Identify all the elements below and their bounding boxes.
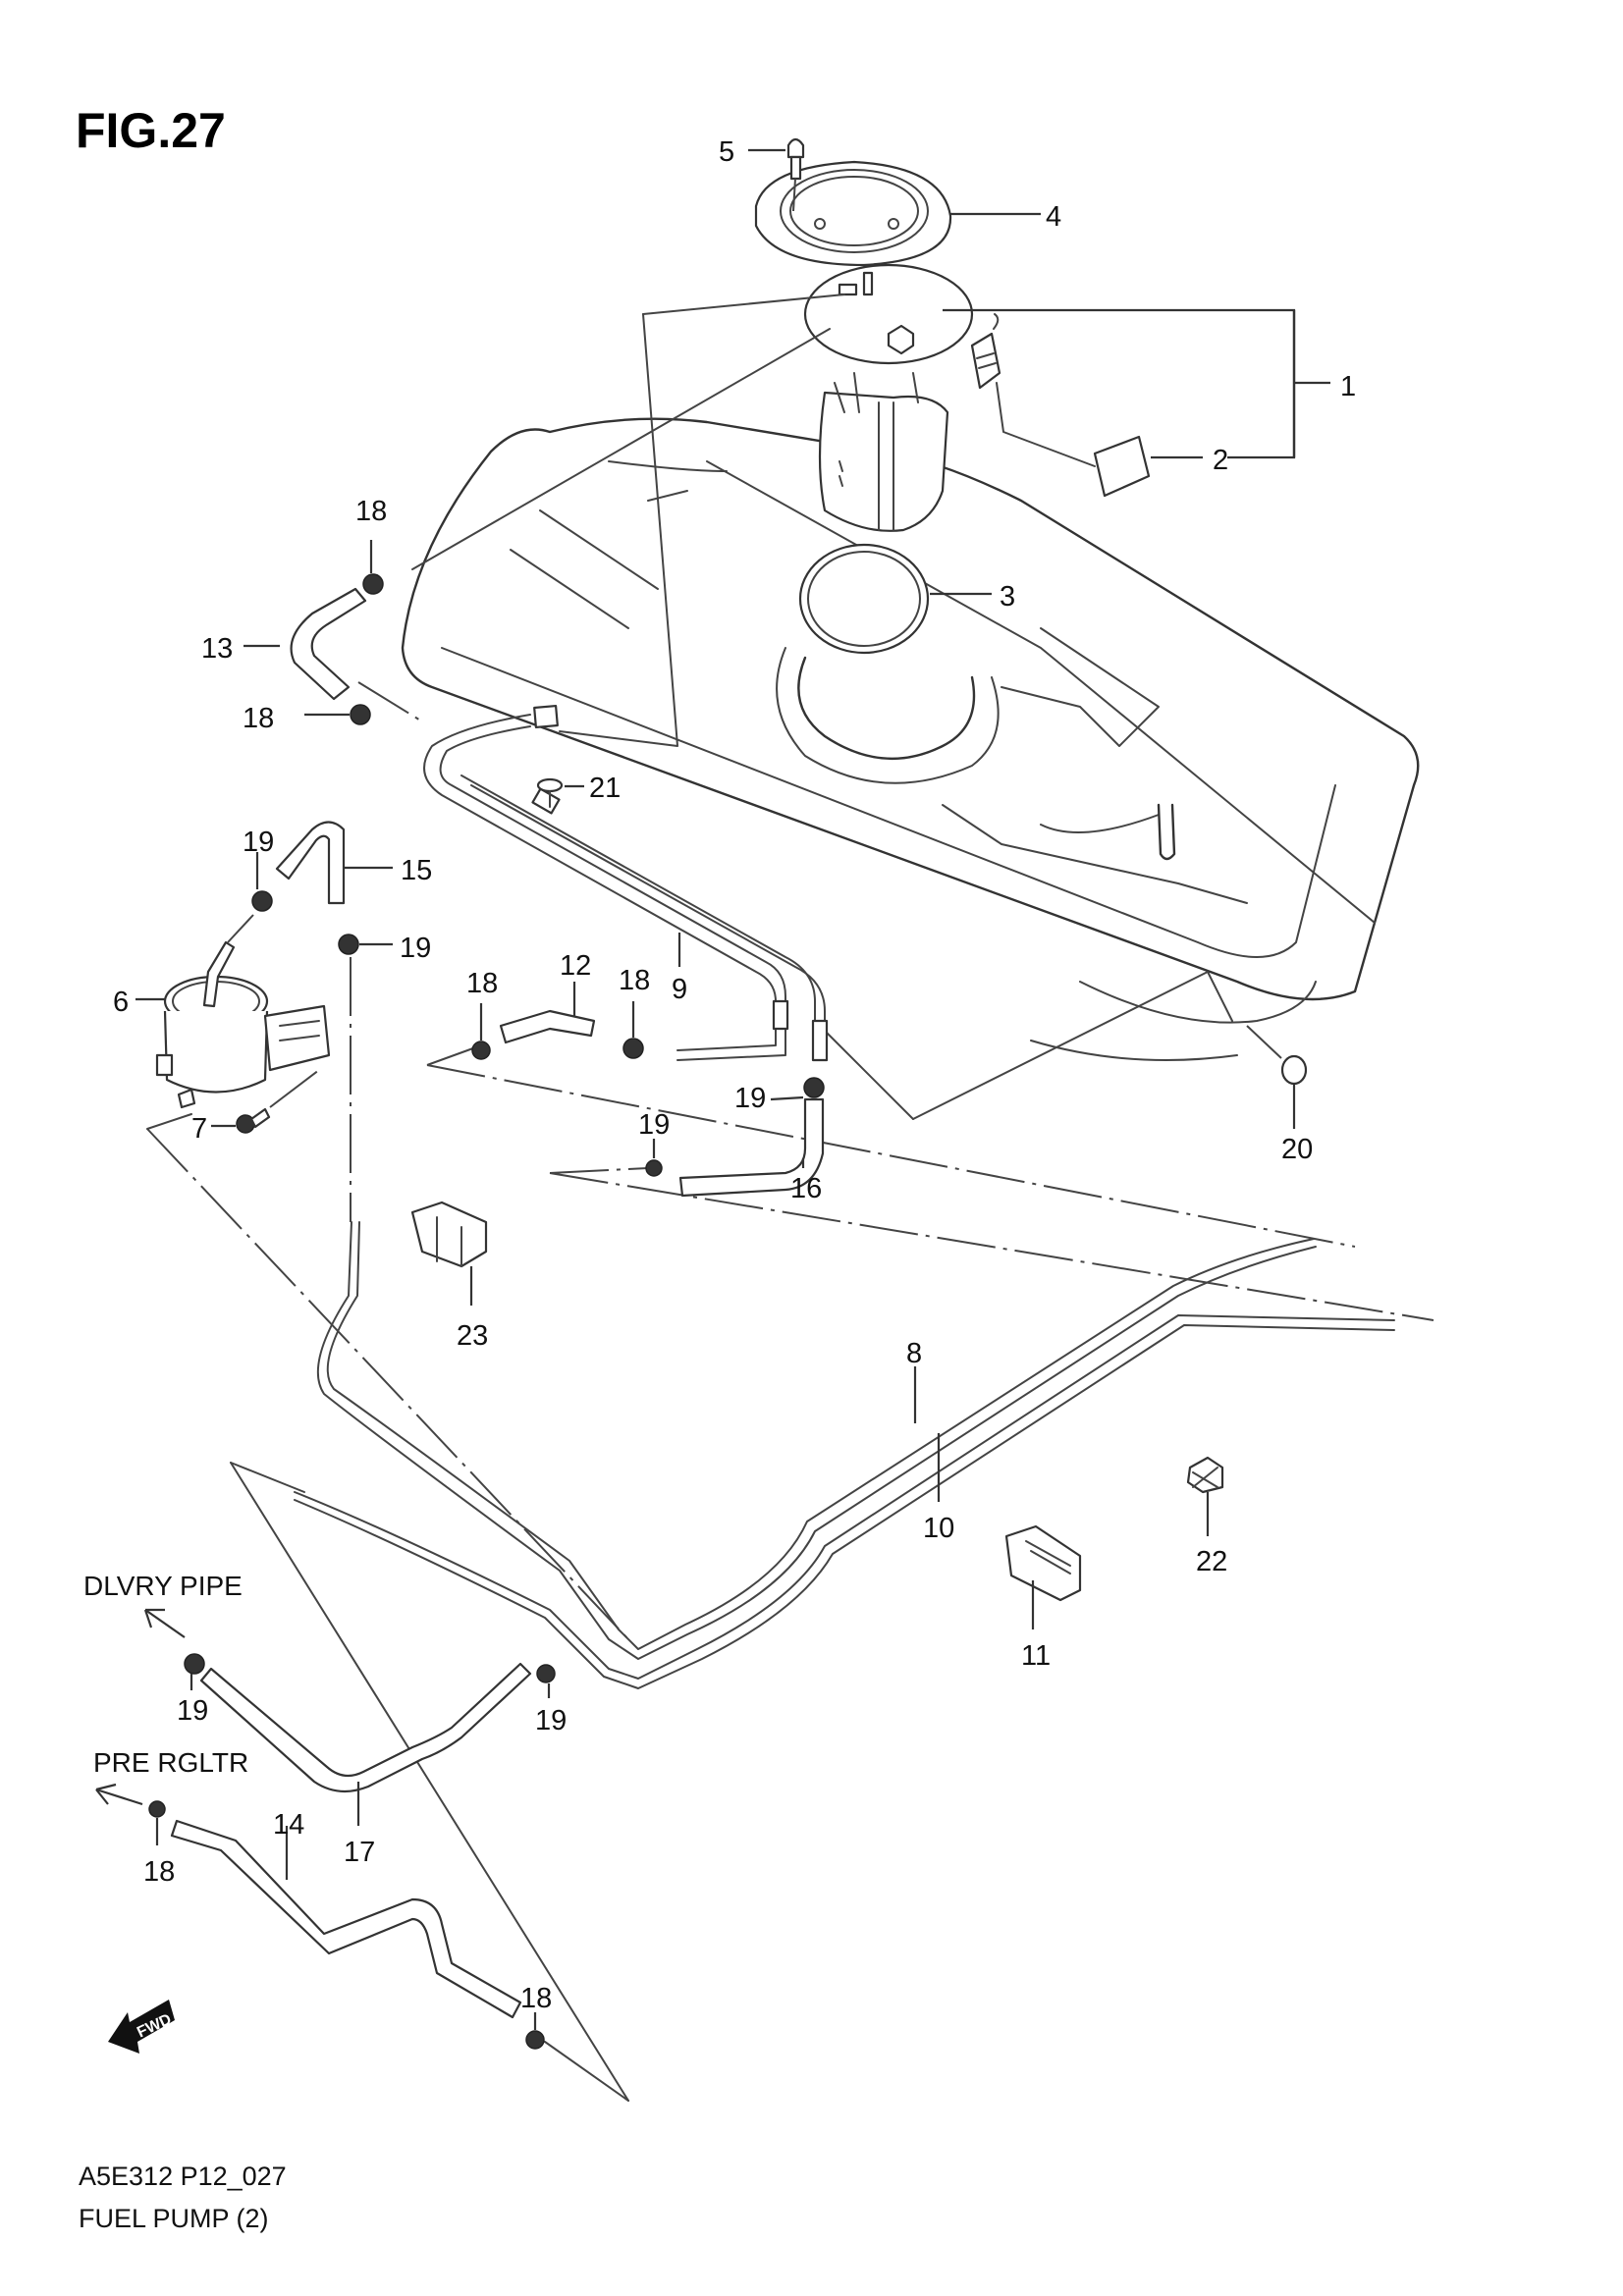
retainer-plate [754,160,1041,267]
delivery-pipe-arrow-icon [143,1608,186,1638]
hose-clip-18d [622,1001,644,1059]
callout-18a[interactable]: 18 [355,496,387,527]
callout-20[interactable]: 20 [1281,1134,1313,1165]
hose-clip-18a [362,540,384,595]
figure-name: FUEL PUMP (2) [79,2204,269,2233]
callout-19b[interactable]: 19 [400,933,431,964]
callout-19d[interactable]: 19 [638,1109,670,1141]
hose-13 [243,587,367,701]
callout-19a[interactable]: 19 [243,827,274,858]
fuel-pump-assembly [803,263,974,532]
fuel-filter [135,940,331,1109]
callout-22[interactable]: 22 [1196,1546,1227,1577]
bolt-7 [211,1069,320,1134]
delivery-pipe-label: DLVRY PIPE [83,1571,243,1601]
callout-14[interactable]: 14 [273,1809,304,1841]
reference-lines [146,294,1434,2102]
callout-23[interactable]: 23 [457,1320,488,1352]
callout-11[interactable]: 11 [1021,1640,1051,1672]
fuel-tank [401,417,1420,1061]
callout-5[interactable]: 5 [719,136,734,168]
callout-9[interactable]: 9 [672,974,687,1005]
hose-17 [199,1662,532,1826]
clip-20 [1246,1025,1308,1129]
callout-18d[interactable]: 18 [619,965,650,996]
hose-clip-19c [770,1077,825,1101]
hose-clip-19a [227,852,273,943]
callout-12[interactable]: 12 [560,950,591,982]
callout-16[interactable]: 16 [790,1173,822,1204]
hose-clip-19b [338,934,393,1222]
callout-10[interactable]: 10 [923,1513,954,1544]
pressure-regulator-arrow-icon [95,1783,143,1806]
hose-16 [678,1097,825,1198]
callout-13[interactable]: 13 [201,633,233,665]
hose-clip-19e [184,1653,205,1690]
callout-18e[interactable]: 18 [143,1856,175,1888]
callout-18f[interactable]: 18 [520,1983,552,2014]
forward-arrow-icon: FWD [108,2000,175,2054]
callout-17[interactable]: 17 [344,1837,375,1868]
callout-19e[interactable]: 19 [177,1695,208,1727]
hose-clip-18f [525,2012,545,2050]
hose-15 [275,821,393,905]
callout-18b[interactable]: 18 [243,703,274,734]
hose-clip-18e [148,1800,166,1845]
pressure-regulator-label: PRE RGLTR [93,1747,249,1778]
callout-18c[interactable]: 18 [466,968,498,999]
hose-clip-19f [536,1664,556,1698]
callout-1-bracket [943,308,1330,459]
hose-clip-18b [304,704,371,725]
figure-title: FIG.27 [76,103,226,158]
gasket [798,543,992,655]
callout-15[interactable]: 15 [401,855,432,886]
pipe-10 [294,1314,1395,1689]
figure-code: A5E312 P12_027 [79,2162,287,2191]
hose-clip-19d [645,1139,663,1177]
clip-21 [536,777,584,808]
callout-6[interactable]: 6 [113,987,129,1018]
hose-14 [170,1819,522,2019]
fuel-level-gauge [970,313,1203,498]
callout-2[interactable]: 2 [1213,445,1228,476]
callout-7[interactable]: 7 [191,1113,207,1145]
hose-clip-18c [471,1003,491,1060]
clamp-11 [1004,1524,1082,1629]
clamp-22 [1186,1456,1224,1536]
callout-8[interactable]: 8 [906,1338,922,1369]
clamp-23 [410,1201,488,1306]
callout-4[interactable]: 4 [1046,201,1061,233]
callout-1[interactable]: 1 [1340,371,1356,402]
callout-19c[interactable]: 19 [734,1083,766,1114]
callout-19f[interactable]: 19 [535,1705,567,1736]
callout-21[interactable]: 21 [589,773,621,804]
callout-3[interactable]: 3 [1000,581,1015,613]
pipe-8 [316,1221,1317,1660]
bolt-5 [748,137,805,212]
hose-12 [499,982,596,1044]
